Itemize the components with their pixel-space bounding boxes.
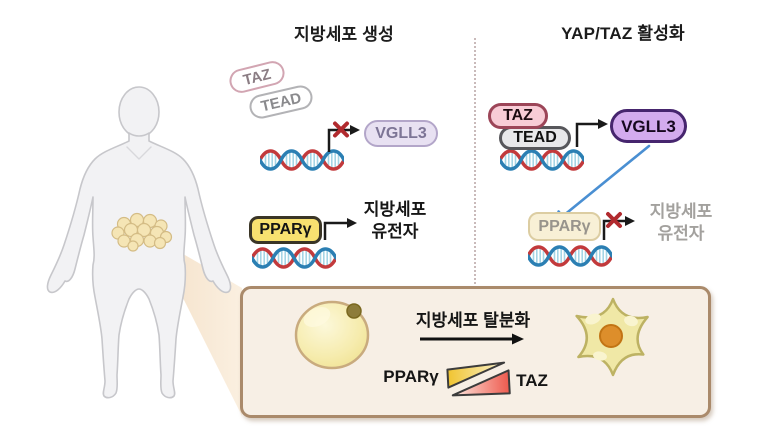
gene-label-line1: 지방세포 (649, 202, 713, 221)
transcription-arrow-icon (575, 119, 608, 147)
right-panel-title: YAP/TAZ 활성화 (561, 24, 685, 43)
gene-label-line1: 지방세포 (363, 200, 427, 219)
adipocyte-gene-label: 지방세포 유전자 (350, 199, 440, 243)
tead-pill-active: TEAD (499, 126, 571, 150)
pparg-box-active: PPARγ (249, 216, 322, 244)
vgll3-pill-active: VGLL3 (610, 109, 687, 143)
vgll3-pill-inactive: VGLL3 (364, 120, 438, 147)
pparg-box-suppressed: PPARγ (528, 212, 601, 241)
gene-label-line2: 유전자 (657, 224, 705, 243)
panel-divider-dashed-line (474, 38, 476, 284)
crossed-arrow-icon (327, 121, 360, 152)
dna-icon (260, 149, 344, 171)
left-panel-title: 지방세포 생성 (294, 25, 394, 44)
dna-icon (500, 149, 584, 171)
fat-tissue-icon (111, 212, 173, 252)
taz-gradient-label: TAZ (516, 371, 548, 390)
gradient-wedge-icon (446, 361, 511, 397)
taz-pill-active: TAZ (488, 103, 548, 129)
adipocyte-icon (294, 300, 370, 370)
crossed-arrow-icon (602, 212, 635, 240)
dedifferentiated-cell-icon (575, 297, 649, 377)
dedifferentiation-label: 지방세포 탈분화 (415, 311, 531, 330)
dedifferentiation-arrow-icon (420, 333, 524, 345)
transcription-arrow-icon (323, 218, 357, 240)
adipocyte-gene-label-suppressed: 지방세포 유전자 (636, 201, 726, 245)
gene-label-line2: 유전자 (371, 222, 419, 241)
adipocyte-nucleus (346, 303, 362, 319)
cell-nucleus (599, 324, 623, 348)
dna-icon (528, 245, 612, 267)
pparg-gradient-label: PPARγ (383, 367, 439, 386)
human-body-icon (46, 86, 232, 399)
dna-icon (252, 247, 336, 269)
